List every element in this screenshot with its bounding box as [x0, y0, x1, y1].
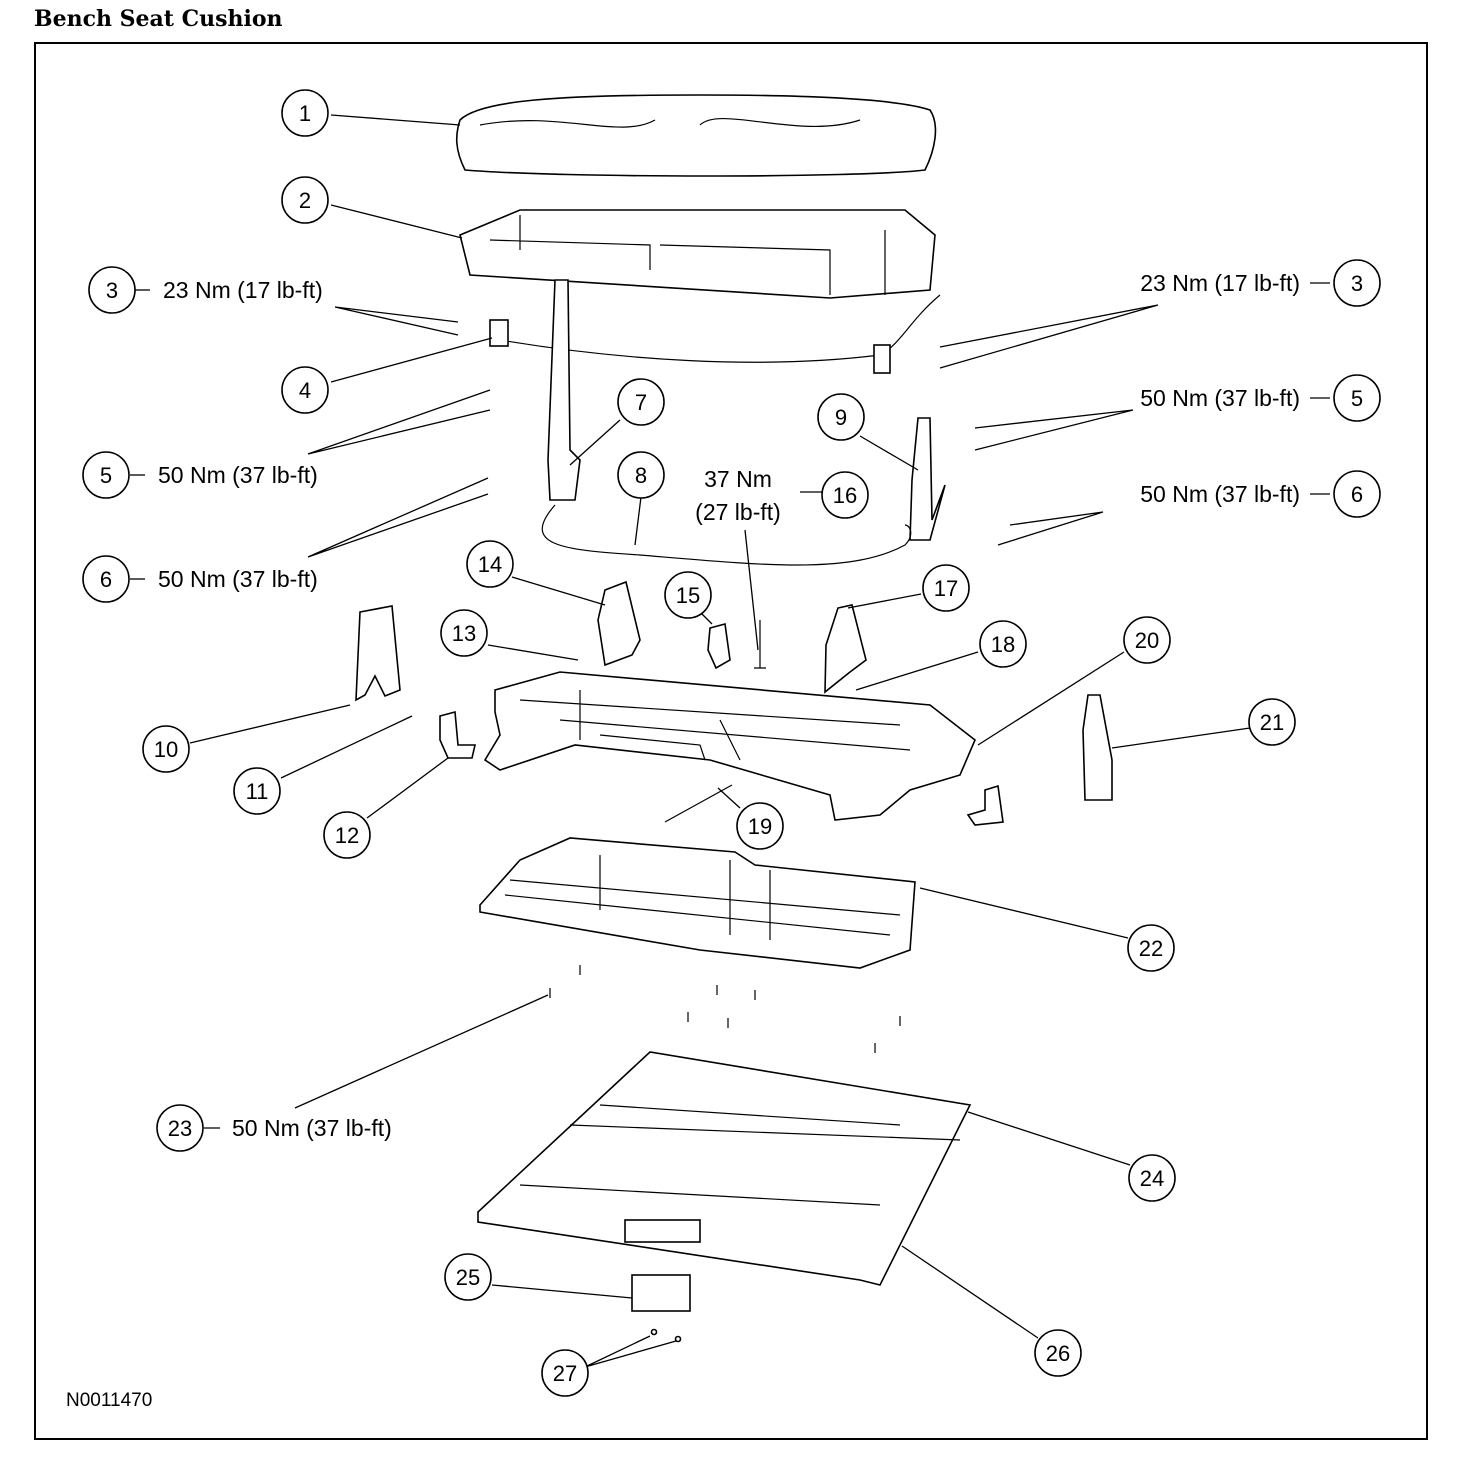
- part-latch-cable: [489, 294, 941, 374]
- svg-text:27: 27: [553, 1361, 577, 1386]
- part-seat-frame: [483, 671, 976, 821]
- part-release-cable: [541, 504, 912, 566]
- callout-18: 18: [979, 620, 1027, 668]
- callout-14: 14: [466, 540, 514, 588]
- torque-6-left: 50 Nm (37 lb-ft): [158, 566, 318, 592]
- svg-text:2: 2: [299, 188, 311, 213]
- svg-text:6: 6: [1351, 482, 1363, 507]
- svg-text:17: 17: [934, 576, 958, 601]
- svg-text:15: 15: [676, 583, 700, 608]
- svg-text:14: 14: [478, 552, 502, 577]
- callout-17: 17: [922, 564, 970, 612]
- callout-5-right: 5: [1333, 374, 1381, 422]
- svg-text:7: 7: [635, 390, 647, 415]
- callout-1: 1: [281, 89, 329, 137]
- callout-3-right: 3: [1333, 259, 1381, 307]
- part-spring-19: [664, 784, 733, 823]
- torque-6-right: 50 Nm (37 lb-ft): [1140, 481, 1300, 507]
- torque-23: 50 Nm (37 lb-ft): [232, 1115, 392, 1141]
- callout-20: 20: [1123, 616, 1171, 664]
- callout-3-left: 3: [88, 266, 136, 314]
- svg-text:5: 5: [100, 463, 112, 488]
- svg-text:6: 6: [100, 567, 112, 592]
- diagram-frame: [34, 42, 1428, 1440]
- part-base-plate: [479, 837, 916, 969]
- part-latch-15: [707, 622, 731, 670]
- torque-3-right: 23 Nm (17 lb-ft): [1140, 270, 1300, 296]
- callout-19: 19: [736, 802, 784, 850]
- svg-text:24: 24: [1140, 1166, 1164, 1191]
- torque-3-left: 23 Nm (17 lb-ft): [163, 277, 323, 303]
- svg-text:3: 3: [1351, 271, 1363, 296]
- diagram-title: Bench Seat Cushion: [34, 6, 283, 32]
- callout-12: 12: [323, 811, 371, 859]
- torque-16-lbft: (27 lb-ft): [695, 499, 781, 525]
- svg-text:9: 9: [835, 405, 847, 430]
- svg-text:1: 1: [299, 101, 311, 126]
- svg-text:22: 22: [1139, 936, 1163, 961]
- callout-10: 10: [142, 725, 190, 773]
- torque-5-right: 50 Nm (37 lb-ft): [1140, 385, 1300, 411]
- torque-5-left: 50 Nm (37 lb-ft): [158, 462, 318, 488]
- part-bracket-21: [1082, 694, 1113, 801]
- part-bolt-16: [754, 620, 766, 669]
- callout-25: 25: [444, 1253, 492, 1301]
- callout-7: 7: [617, 378, 665, 426]
- torque-16-nm: 37 Nm: [704, 466, 772, 492]
- part-cushion-pad: [459, 209, 936, 299]
- leader-lines: [130, 114, 1330, 1368]
- part-screw-27a: [650, 1328, 658, 1336]
- svg-text:8: 8: [635, 463, 647, 488]
- callout-13: 13: [440, 609, 488, 657]
- callout-6-left: 6: [82, 555, 130, 603]
- svg-text:12: 12: [335, 823, 359, 848]
- callout-2: 2: [281, 176, 329, 224]
- callout-5-left: 5: [82, 451, 130, 499]
- callout-9: 9: [817, 393, 865, 441]
- svg-text:23: 23: [168, 1116, 192, 1141]
- svg-text:16: 16: [833, 483, 857, 508]
- part-seat-cover: [455, 94, 937, 177]
- svg-text:26: 26: [1046, 1341, 1070, 1366]
- svg-text:3: 3: [106, 278, 118, 303]
- svg-text:10: 10: [154, 737, 178, 762]
- part-trim-25: [631, 1274, 691, 1312]
- part-hinge-12: [439, 710, 477, 759]
- callout-8: 8: [617, 451, 665, 499]
- figure-code: N0011470: [66, 1390, 153, 1411]
- svg-text:5: 5: [1351, 386, 1363, 411]
- callout-4: 4: [281, 366, 329, 414]
- callout-24: 24: [1128, 1154, 1176, 1202]
- part-hinge-left: [547, 279, 581, 501]
- part-bracket-17: [824, 604, 867, 694]
- part-seat-pan: [477, 1051, 972, 1286]
- svg-text:21: 21: [1260, 710, 1284, 735]
- callout-27: 27: [541, 1349, 589, 1397]
- svg-text:11: 11: [246, 779, 269, 804]
- callout-6-right: 6: [1333, 470, 1381, 518]
- callout-15: 15: [664, 571, 712, 619]
- svg-text:13: 13: [452, 621, 476, 646]
- callout-22: 22: [1127, 924, 1175, 972]
- fasteners-row: [549, 965, 901, 1053]
- part-hinge-right: [909, 417, 946, 541]
- callout-16: 16: [821, 471, 869, 519]
- svg-text:20: 20: [1135, 628, 1159, 653]
- svg-text:18: 18: [991, 632, 1015, 657]
- callout-26: 26: [1034, 1329, 1082, 1377]
- part-hinge-right-lower: [966, 784, 1004, 826]
- part-bracket-10: [355, 605, 401, 702]
- svg-text:19: 19: [748, 814, 772, 839]
- callout-21: 21: [1248, 698, 1296, 746]
- svg-text:25: 25: [456, 1265, 480, 1290]
- part-bracket-14: [597, 580, 641, 667]
- svg-text:4: 4: [299, 378, 311, 403]
- callout-23: 23: [156, 1104, 204, 1152]
- part-screw-27b: [674, 1335, 682, 1343]
- callout-11: 11: [233, 767, 281, 815]
